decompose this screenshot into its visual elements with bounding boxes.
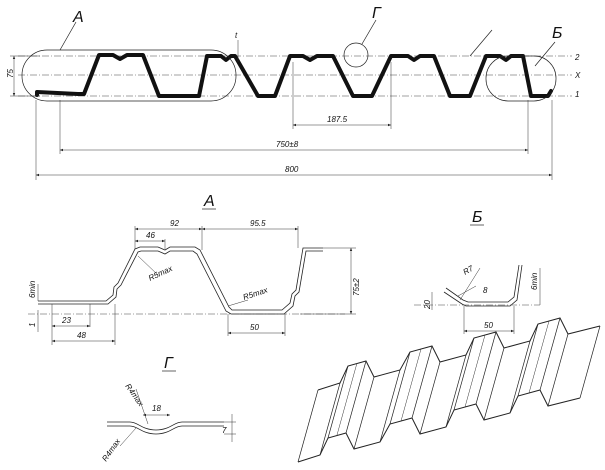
main-section: А Б Г 2 X 1 75 t 187.5 750±8 xyxy=(6,5,581,180)
callout-a-label: А xyxy=(72,9,84,26)
iso-back-profile xyxy=(317,317,601,391)
detail-a-radius2-label: R5max xyxy=(242,285,270,302)
iso-edge-6 xyxy=(379,369,401,443)
detail-g-r4top-label: R4max xyxy=(123,382,145,409)
detail-b-8-label: 8 xyxy=(483,286,488,295)
iso-edge-8 xyxy=(411,345,433,419)
iso-edge-13 xyxy=(483,347,505,421)
detail-b-50-label: 50 xyxy=(484,321,493,330)
iso-edge-14 xyxy=(509,340,531,414)
iso-groove-2 xyxy=(400,348,422,422)
detail-g-r4bot-label: R4max xyxy=(100,436,122,463)
detail-a-48-label: 48 xyxy=(77,331,86,340)
callout-g-circle xyxy=(343,42,369,68)
iso-edge-5 xyxy=(353,376,375,450)
detail-g-r4bot-leader xyxy=(119,427,137,447)
callout-a-leader xyxy=(59,21,77,51)
detail-a-radius1-label: R5max xyxy=(147,264,175,283)
detail-b-r7-leader xyxy=(459,267,481,301)
callout-b-label: Б xyxy=(552,25,562,42)
detail-g: Г 18 R4max R4max 7 xyxy=(100,355,236,463)
iso-edge-18 xyxy=(579,325,601,399)
iso-edge-3 xyxy=(327,365,349,439)
detail-b-20-label: 20 xyxy=(423,300,432,310)
position-2-label: 2 xyxy=(574,53,580,62)
detail-a-50-label: 50 xyxy=(250,323,259,332)
detail-a-46-label: 46 xyxy=(146,231,155,240)
detail-g-7-label: 7 xyxy=(222,426,227,435)
thickness-t-label: t xyxy=(235,31,238,40)
iso-edge-15 xyxy=(517,323,539,397)
detail-a: А 92 46 95.5 R5max R5max 75±2 6min xyxy=(28,193,361,345)
iso-edge-11 xyxy=(453,337,475,411)
iso-edge-17 xyxy=(547,333,569,407)
detail-g-profile-inner xyxy=(107,425,224,435)
callout-b-leader xyxy=(534,41,556,67)
detail-g-profile-outer xyxy=(107,421,224,431)
iso-edge-9 xyxy=(419,361,441,435)
detail-b-title: Б xyxy=(472,209,482,226)
detail-a-75-label: 75±2 xyxy=(352,278,361,296)
detail-b-profile-inner xyxy=(445,264,520,303)
full-width-label: 800 xyxy=(285,165,299,174)
pitch-label: 187.5 xyxy=(327,115,348,124)
detail-a-title: А xyxy=(203,193,215,210)
iso-front-profile xyxy=(297,389,581,463)
callout-g-label: Г xyxy=(372,5,382,22)
iso-edge-16 xyxy=(539,317,561,391)
iso-edge-1 xyxy=(297,389,319,463)
detail-g-title: Г xyxy=(164,355,174,372)
height-75-label: 75 xyxy=(6,69,15,78)
detail-b-profile-outer xyxy=(443,264,523,307)
detail-g-18-label: 18 xyxy=(152,404,161,413)
detail-a-radius1-leader xyxy=(137,255,159,276)
detail-a-95-label: 95.5 xyxy=(250,219,266,228)
position-1-label: 1 xyxy=(575,90,579,99)
position-leader xyxy=(469,29,493,57)
iso-groove-3 xyxy=(464,334,486,408)
iso-edge-7 xyxy=(389,351,411,425)
iso-edge-2 xyxy=(319,382,341,456)
isometric-sheet-view xyxy=(297,317,601,463)
detail-a-92-label: 92 xyxy=(170,219,179,228)
callout-a-oval xyxy=(21,49,237,102)
detail-a-thick-label: 1 xyxy=(28,323,37,327)
iso-edge-12 xyxy=(475,331,497,405)
iso-edge-10 xyxy=(445,354,467,428)
position-x-label: X xyxy=(574,71,581,80)
iso-groove-1 xyxy=(336,362,358,436)
detail-b-8-line xyxy=(457,285,477,297)
detail-a-6min-label: 6min xyxy=(28,280,37,298)
cover-width-label: 750±8 xyxy=(276,140,299,149)
iso-groove-4 xyxy=(528,320,550,394)
detail-a-radius2-leader xyxy=(227,299,249,307)
callout-b-oval xyxy=(485,55,557,102)
detail-a-23-label: 23 xyxy=(61,316,71,325)
detail-b-6min-label: 6min xyxy=(530,272,539,290)
detail-a-profile-outer xyxy=(38,246,323,311)
iso-edge-4 xyxy=(345,360,367,434)
callout-g-leader xyxy=(361,19,377,45)
detail-b: Б R7 8 20 50 6min xyxy=(414,209,541,334)
sheet-profile xyxy=(35,53,553,98)
detail-g-r4top-leader xyxy=(135,388,149,425)
detail-a-profile-inner xyxy=(38,250,323,315)
detail-b-r7-label: R7 xyxy=(462,264,476,277)
